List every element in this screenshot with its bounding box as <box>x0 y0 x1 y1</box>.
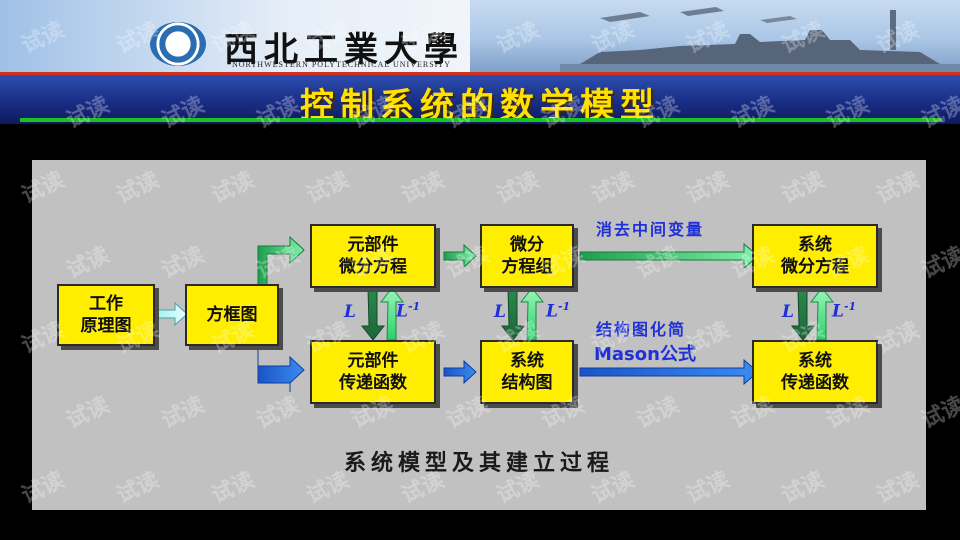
title-underline <box>20 118 942 122</box>
header-banner: 西北工業大學 NORTHWESTERN POLYTECHNICAL UNIVER… <box>0 0 960 72</box>
arrow-group-to-systemdiffeq <box>579 242 759 270</box>
box-line: 原理图 <box>80 316 132 336</box>
box-system-tf: 系统 传递函数 <box>752 340 878 404</box>
label-eliminate-variables: 消去中间变量 <box>596 220 705 239</box>
arrow-structure-to-systemtf <box>579 358 759 386</box>
diagram-panel: 工作 原理图 方框图 元部件 微分方程 微分 方程组 系统 微分方程 元部件 传… <box>32 160 926 510</box>
box-line: 传递函数 <box>339 373 407 393</box>
box-line: 元部件 <box>347 234 399 255</box>
box-system-diffeq: 系统 微分方程 <box>752 224 878 288</box>
transform-arrows-col1 <box>360 287 405 341</box>
box-line: 元部件 <box>347 350 399 371</box>
box-line: 系统 <box>510 350 544 371</box>
university-name: 西北工業大學 <box>224 30 464 70</box>
L-inverse-base: L <box>396 301 408 322</box>
box-line: 系统 <box>798 350 832 371</box>
label-laplace-1: L <box>344 302 356 322</box>
L-inverse-base: L <box>832 301 844 322</box>
box-line: 工作 <box>89 293 123 314</box>
label-laplace-2: L <box>494 302 506 322</box>
transform-arrows-col2 <box>500 287 545 341</box>
diagram-caption: 系统模型及其建立过程 <box>343 451 614 476</box>
label-inverse-laplace-2: L-1 <box>546 300 570 322</box>
box-block-diagram: 方框图 <box>185 284 279 346</box>
L-inverse-base: L <box>546 301 558 322</box>
label-inverse-laplace-3: L-1 <box>832 300 856 322</box>
transform-arrows-col3 <box>790 287 835 341</box>
label-laplace-3: L <box>782 302 794 322</box>
box-system-structure: 系统 结构图 <box>480 340 574 404</box>
L-inverse-sup: -1 <box>407 300 421 313</box>
box-line: 传递函数 <box>781 373 849 393</box>
arrow-tf-to-structure <box>443 359 477 385</box>
label-mason-formula: Mason公式 <box>594 344 696 365</box>
university-emblem-icon <box>150 22 206 66</box>
university-name-english: NORTHWESTERN POLYTECHNICAL UNIVERSITY <box>232 60 451 69</box>
arrow-principle-to-block <box>154 301 188 327</box>
box-line: 方框图 <box>206 304 258 325</box>
L-inverse-sup: -1 <box>843 300 857 313</box>
label-inverse-laplace-1: L-1 <box>396 300 420 322</box>
box-line: 微分方程 <box>781 257 849 277</box>
box-line: 微分 <box>510 234 544 255</box>
arrow-block-to-tf <box>257 342 305 392</box>
L-inverse-sup: -1 <box>557 300 571 313</box>
arrow-diffeq-to-group <box>443 243 477 269</box>
box-component-diffeq: 元部件 微分方程 <box>310 224 436 288</box>
label-structure-simplify: 结构图化简 <box>596 320 687 339</box>
title-bar-top-edge <box>0 72 960 75</box>
box-line: 方程组 <box>501 257 553 277</box>
box-diffeq-group: 微分 方程组 <box>480 224 574 288</box>
flow-arrows <box>154 235 835 392</box>
box-line: 系统 <box>798 234 832 255</box>
box-line: 结构图 <box>501 373 553 393</box>
box-line: 微分方程 <box>339 257 407 277</box>
box-work-principle: 工作 原理图 <box>57 284 155 346</box>
box-component-tf: 元部件 传递函数 <box>310 340 436 404</box>
arrow-block-to-diffeq <box>257 235 305 291</box>
